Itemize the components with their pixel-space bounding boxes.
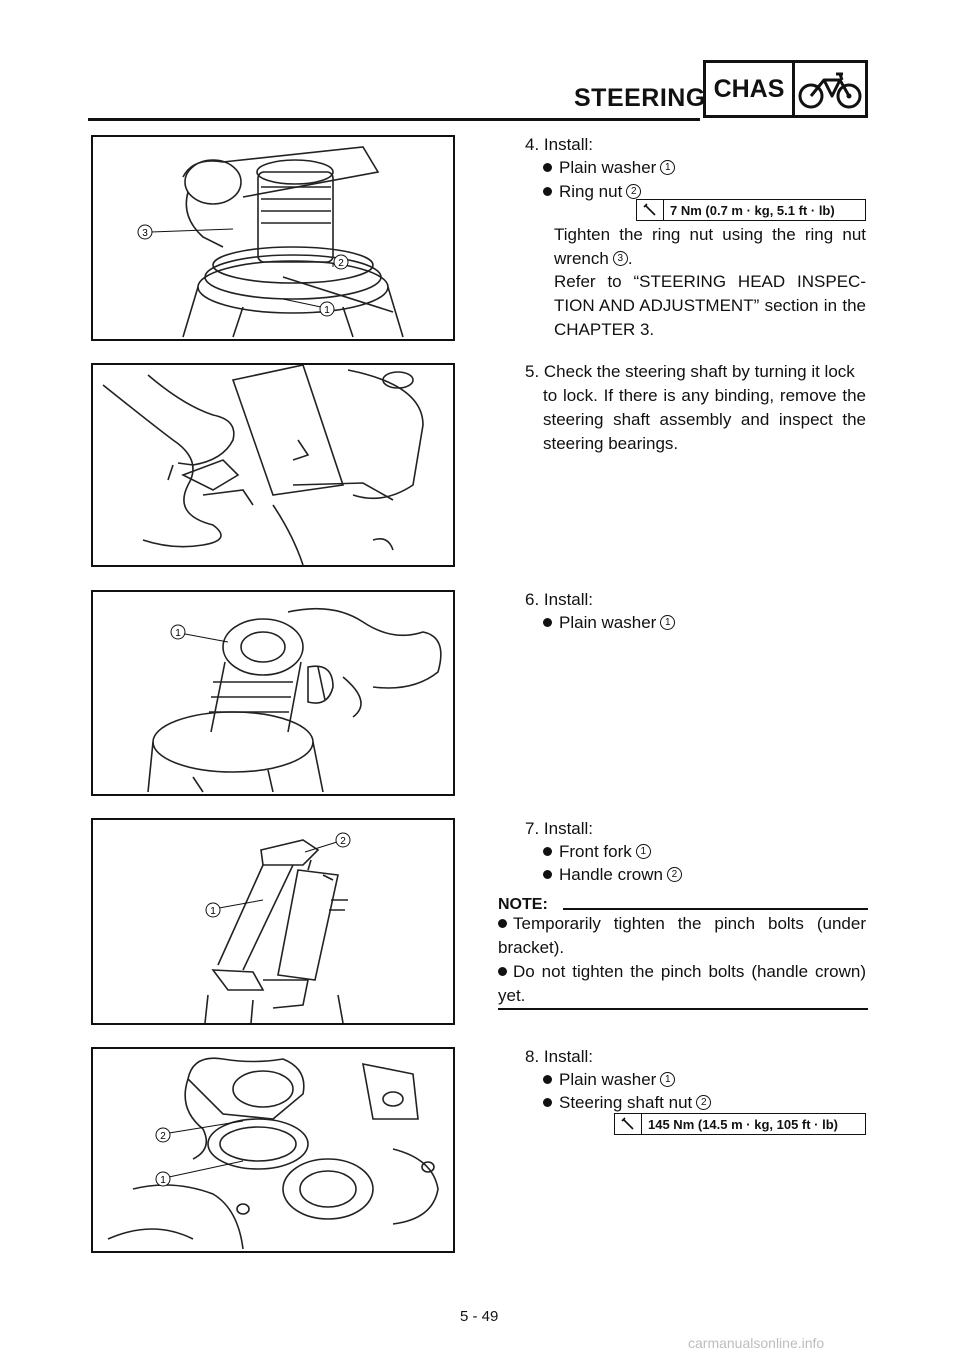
note-title: NOTE: — [498, 896, 548, 913]
step4-torque-spec: 7 Nm (0.7 m · kg, 5.1 ft · lb) — [636, 199, 866, 221]
step8-heading: 8. Install: — [525, 1047, 594, 1066]
fig4-callout-2: 2 — [340, 836, 346, 847]
step6-heading: 6. Install: — [525, 590, 594, 609]
note-item-2: Do not tighten the pinch bolts (handle c… — [498, 962, 866, 1005]
section-badge: CHAS — [703, 60, 868, 118]
fig1-callout-1: 1 — [324, 305, 330, 316]
torque-wrench-icon — [637, 200, 664, 220]
watermark: carmanualsonline.info — [688, 1335, 825, 1351]
page-number: 5 - 49 — [460, 1308, 499, 1325]
step4-heading: 4. Install: — [525, 135, 594, 154]
note-top-rule — [563, 908, 868, 910]
note-bottom-rule — [498, 1008, 868, 1010]
fig5-callout-2: 2 — [160, 1131, 166, 1142]
figure-steering-shaft-nut: 2 1 — [91, 1047, 455, 1253]
figure-plain-washer: 1 — [91, 590, 455, 796]
note-item-1: Temporarily tighten the pinch bolts (und… — [498, 914, 866, 957]
step5-heading: 5. Check the steering shaft by turning i… — [525, 362, 855, 381]
fig4-callout-1: 1 — [210, 906, 216, 917]
header-rule — [88, 118, 700, 121]
step4-para1: Tighten the ring nut using the ring nut … — [554, 225, 866, 268]
fig1-callouts: 3 2 1 — [137, 224, 349, 317]
fig4-callouts: 2 1 — [205, 832, 351, 918]
torque-wrench-icon — [615, 1114, 642, 1134]
fig5-callouts: 2 1 — [155, 1120, 244, 1187]
step4-para2: Refer to “STEERING HEAD INSPEC-TION AND … — [554, 272, 866, 339]
step7-heading: 7. Install: — [525, 819, 594, 838]
figure-steering-check — [91, 363, 455, 567]
fig1-callout-2: 2 — [338, 258, 344, 269]
step5-body: to lock. If there is any binding, remove… — [543, 386, 866, 453]
section-label: CHAS — [706, 63, 795, 115]
step8-torque-spec: 145 Nm (14.5 m · kg, 105 ft · lb) — [614, 1113, 866, 1135]
fig3-callout-1: 1 — [175, 628, 181, 639]
fig1-callout-3: 3 — [142, 228, 148, 239]
fig5-callout-1: 1 — [160, 1175, 166, 1186]
figure-ring-nut-install: 3 2 1 — [91, 135, 455, 341]
figure-front-fork: 2 1 — [91, 818, 455, 1025]
fig3-callouts: 1 — [170, 624, 229, 643]
page-title: STEERING — [574, 84, 706, 112]
motorcycle-icon — [795, 63, 865, 115]
